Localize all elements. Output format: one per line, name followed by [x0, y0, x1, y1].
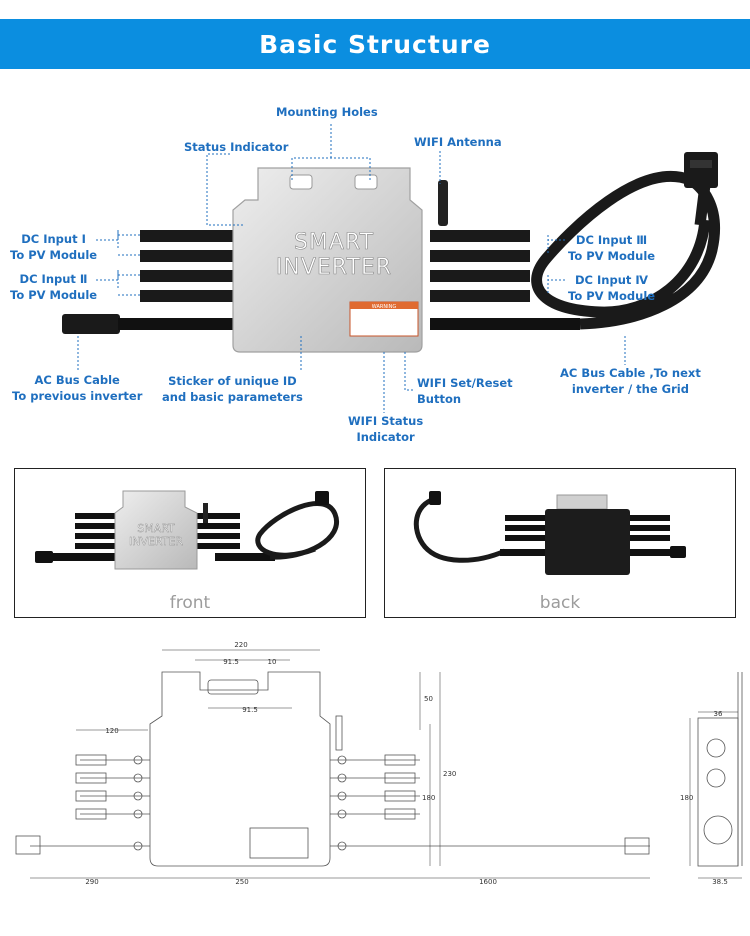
label-status-indicator: Status Indicator — [184, 140, 289, 154]
wifi-antenna — [438, 180, 448, 226]
front-view-image: SMART INVERTER — [35, 490, 340, 570]
dimension-drawing: 220 91.5 10 91.5 120 50 230 180 290 250 … — [15, 641, 743, 886]
inverter-casing — [232, 167, 423, 353]
dim-left-cable: 120 — [105, 727, 118, 735]
dc-connectors-right — [430, 230, 530, 302]
front-caption: front — [169, 593, 211, 613]
device-text-line1: SMART — [294, 230, 374, 255]
label-mounting-holes: Mounting Holes — [276, 105, 378, 119]
dim-slot-inner: 91.5 — [242, 706, 258, 714]
dim-tab-height: 50 — [424, 695, 433, 703]
back-view-image — [413, 491, 686, 575]
warning-sticker-text: WARNING — [372, 304, 397, 310]
title-banner: Basic Structure — [0, 19, 750, 69]
front-view-panel: SMART INVERTER front — [14, 468, 366, 618]
dim-side-bottom: 38.5 — [712, 878, 728, 886]
back-view-panel: back — [384, 468, 736, 618]
page-title: Basic Structure — [259, 29, 491, 59]
dim-ac-right: 1600 — [479, 878, 497, 886]
ac-cable-left — [62, 314, 240, 334]
dim-width-top: 220 — [234, 641, 247, 649]
leader-lines — [77, 124, 626, 413]
dim-slot-span: 91.5 — [223, 658, 239, 666]
front-device-text-line2: INVERTER — [129, 535, 183, 548]
label-wifi-antenna: WIFI Antenna — [414, 135, 502, 149]
dim-side-height: 180 — [680, 794, 693, 802]
dim-ac-left: 290 — [85, 878, 98, 886]
dim-body-height: 180 — [422, 794, 435, 802]
dc-connectors-left — [140, 230, 240, 302]
dim-body-width: 250 — [235, 878, 248, 886]
ac-cable-right — [430, 152, 721, 330]
device-text-line2: INVERTER — [276, 255, 392, 280]
front-device-text-line1: SMART — [137, 522, 175, 535]
inverter-structure-diagram: SMART INVERTER WARNING — [62, 124, 721, 413]
back-caption: back — [539, 593, 581, 613]
dim-side-top: 36 — [714, 710, 723, 718]
dim-slot-gap: 10 — [268, 658, 277, 666]
dim-total-height: 230 — [443, 770, 456, 778]
